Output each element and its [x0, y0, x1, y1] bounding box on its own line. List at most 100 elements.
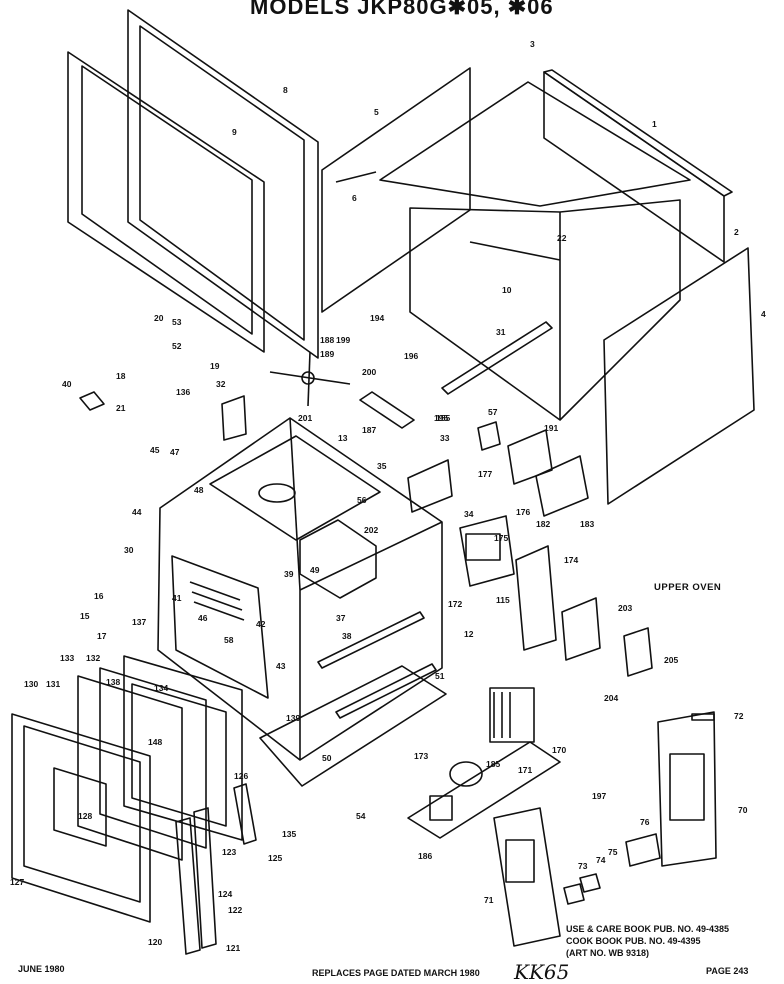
part-label: 58 — [224, 635, 234, 645]
part-label: 115 — [496, 595, 510, 605]
base-plate-170 — [407, 741, 561, 839]
cabinet-box-10 — [409, 199, 681, 421]
part-label: 16 — [94, 591, 104, 601]
part-label: 47 — [170, 447, 180, 457]
part-label: 127 — [10, 877, 25, 887]
part-label: 53 — [172, 317, 182, 327]
part-label: 72 — [734, 711, 744, 721]
door-frame-9 — [67, 51, 265, 353]
part-label: 174 — [564, 555, 579, 565]
part-label: 35 — [377, 461, 387, 471]
part-label: 75 — [608, 847, 618, 857]
part-label: 45 — [150, 445, 160, 455]
part-label: 43 — [276, 661, 286, 671]
hinge-strip-120 — [175, 817, 201, 955]
part-label: 137 — [132, 617, 147, 627]
part-label: 136 — [176, 387, 191, 397]
part-label: 34 — [464, 509, 474, 519]
side-panel-4 — [603, 247, 755, 505]
part-72b — [563, 883, 585, 905]
part-label: 31 — [496, 327, 506, 337]
part-label: 38 — [342, 631, 352, 641]
bottom-tray-50 — [259, 665, 447, 787]
bracket-205 — [623, 627, 653, 677]
publication-use-care: USE & CARE BOOK PUB. NO. 49-4385 — [566, 924, 730, 934]
part-label: 134 — [154, 683, 169, 693]
part-label: 70 — [738, 805, 748, 815]
part-label: 12 — [464, 629, 474, 639]
connector-72 — [691, 713, 715, 721]
part-label: 135 — [282, 829, 297, 839]
part-label: 51 — [435, 671, 445, 681]
magnetron-115 — [459, 515, 515, 587]
control-panel-70 — [657, 711, 717, 867]
part-label: 191 — [544, 423, 559, 433]
fan-blade-200 — [269, 351, 351, 407]
part-label: 8 — [283, 85, 288, 95]
part-label: 18 — [116, 371, 126, 381]
part-label: 21 — [116, 403, 126, 413]
part-label: 170 — [552, 745, 567, 755]
part-label: 6 — [352, 193, 357, 203]
bracket-203 — [561, 597, 601, 661]
handwritten-note: KK65 — [514, 960, 570, 984]
part-label: 52 — [172, 341, 182, 351]
rail-11 — [335, 663, 437, 719]
part-label: 74 — [596, 855, 606, 865]
part-label: 4 — [761, 309, 766, 319]
part-label: 22 — [557, 233, 567, 243]
part-label: 13 — [338, 433, 348, 443]
tube-195 — [359, 391, 415, 429]
publication-art-no: (ART NO. WB 9318) — [566, 948, 650, 958]
back-panel-1 — [543, 69, 733, 263]
part-label: 202 — [364, 525, 379, 535]
transformer-170 — [489, 687, 535, 743]
part-label: 1 — [652, 119, 657, 129]
part-label: 30 — [124, 545, 134, 555]
part-label: 57 — [488, 407, 498, 417]
part-label: 121 — [226, 943, 241, 953]
part-label: 5 — [374, 107, 379, 117]
part-label: 71 — [484, 895, 494, 905]
part-label: 130 — [24, 679, 39, 689]
rail-31 — [441, 321, 553, 395]
plate-57 — [477, 421, 501, 451]
part-label: 132 — [86, 653, 101, 663]
footer-replaces: REPLACES PAGE DATED MARCH 1980 — [312, 968, 480, 978]
part-label: 195 — [434, 413, 449, 423]
part-label: 171 — [518, 765, 533, 775]
part-label: 50 — [322, 753, 332, 763]
door-frame-8 — [127, 9, 319, 359]
rail-51 — [317, 611, 425, 669]
duct-174 — [515, 545, 557, 651]
part-label: 204 — [604, 693, 619, 703]
part-label: 37 — [336, 613, 346, 623]
part-label: 126 — [234, 771, 249, 781]
side-panel-5 — [321, 67, 471, 313]
bracket-183 — [535, 455, 589, 517]
plate-32 — [221, 395, 247, 441]
part-label: 201 — [298, 413, 313, 423]
part-label: 197 — [592, 791, 607, 801]
part-label: 183 — [580, 519, 595, 529]
part-label: 205 — [664, 655, 679, 665]
part-label: 15 — [80, 611, 90, 621]
part-label: 42 — [256, 619, 266, 629]
part-73 — [579, 873, 601, 893]
part-label: 40 — [62, 379, 72, 389]
part-label: 196 — [404, 351, 419, 361]
part-label: 33 — [440, 433, 450, 443]
part-label: 199 — [336, 335, 351, 345]
bracket-34 — [407, 459, 453, 513]
part-label: 124 — [218, 889, 233, 899]
part-label: 185 — [486, 759, 501, 769]
part-label: 131 — [46, 679, 61, 689]
section-label: UPPER OVEN — [654, 582, 722, 593]
part-label: 49 — [310, 565, 320, 575]
part-label: 41 — [172, 593, 182, 603]
part-label: 3 — [530, 39, 535, 49]
part-label: 189 — [320, 349, 335, 359]
part-label: 39 — [284, 569, 294, 579]
top-panel-3 — [379, 81, 691, 207]
